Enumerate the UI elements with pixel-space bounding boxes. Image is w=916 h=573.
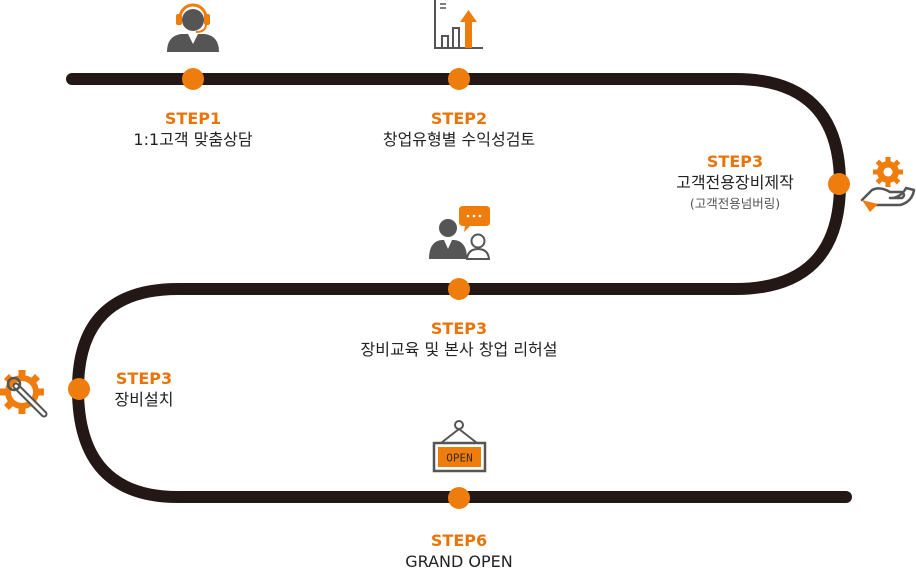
open-sign-icon: OPEN xyxy=(432,420,487,473)
step3-fabrication-dot xyxy=(828,173,850,195)
step6-description: GRAND OPEN xyxy=(405,552,513,571)
step1-dot xyxy=(182,68,204,90)
step2-description: 창업유형별 수익성검토 xyxy=(382,130,536,149)
step2-label: STEP2 창업유형별 수익성검토 xyxy=(383,109,535,151)
step6-dot xyxy=(448,487,470,509)
step3-fabrication-number: STEP3 xyxy=(706,152,764,171)
step2-number: STEP2 xyxy=(430,109,488,128)
step3-installation-number: STEP3 xyxy=(115,369,173,388)
step3-fabrication-note: (고객전용넘버링) xyxy=(689,196,781,211)
step2-dot xyxy=(448,68,470,90)
step3-installation-dot xyxy=(68,378,90,400)
step3-fabrication-description: 고객전용장비제작 xyxy=(676,173,794,192)
hand-gear-icon xyxy=(860,157,916,212)
step1-number: STEP1 xyxy=(164,109,222,128)
growth-bar-chart-icon xyxy=(434,0,483,49)
step1-description: 1:1고객 맞춤상담 xyxy=(133,130,253,149)
step6-label: STEP6 GRAND OPEN xyxy=(405,531,513,573)
step3-installation-label: STEP3 장비설치 xyxy=(115,369,174,411)
gear-wrench-icon xyxy=(0,370,48,418)
step1-label: STEP1 1:1고객 맞춤상담 xyxy=(133,109,252,151)
training-chat-icon xyxy=(429,206,491,260)
step3-installation-description: 장비설치 xyxy=(114,390,174,409)
open-sign-text: OPEN xyxy=(446,452,473,465)
step3-training-description: 장비교육 및 본사 창업 리허설 xyxy=(360,340,558,359)
step3-training-dot xyxy=(448,278,470,300)
step6-number: STEP6 xyxy=(430,531,488,550)
step3-training-label: STEP3 장비교육 및 본사 창업 리허설 xyxy=(361,319,558,361)
step3-training-number: STEP3 xyxy=(430,319,488,338)
step3-fabrication-label: STEP3 고객전용장비제작 (고객전용넘버링) xyxy=(676,152,794,214)
consultant-headset-icon xyxy=(167,3,219,52)
